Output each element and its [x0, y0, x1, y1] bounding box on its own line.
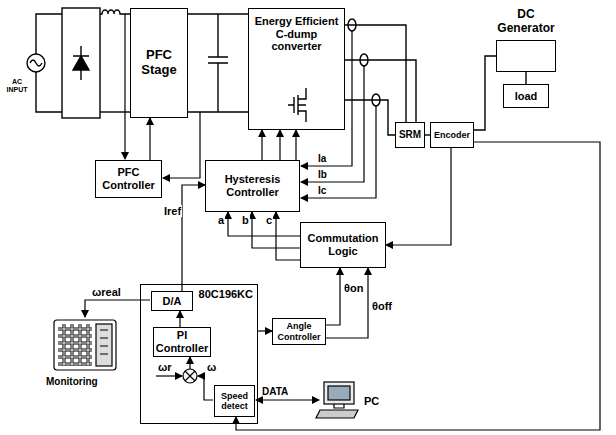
connector-line [279, 130, 280, 160]
drawing-part [27, 54, 45, 72]
connector-line [228, 212, 300, 236]
drawing-part [185, 371, 195, 381]
controller-box: Angle Controller [272, 318, 326, 345]
icon-label: Monitoring [46, 376, 98, 387]
controller-box: PI Controller [153, 327, 211, 357]
signal-label: DATA [262, 386, 288, 397]
box-label: DC Generator [491, 8, 561, 36]
logic-box: Commutation Logic [300, 222, 386, 268]
connector-line [326, 268, 340, 325]
drawing-part [334, 404, 344, 408]
drawing-part [73, 46, 89, 80]
box-label: 80C196KC [199, 288, 253, 301]
signal-label: c [265, 214, 273, 226]
drawing-part [100, 330, 108, 354]
drawing-part [62, 8, 100, 118]
drawing-part [316, 410, 358, 418]
signal-label: ωreal [92, 286, 121, 298]
microcontroller-box: 80C196KC D/A PI ControllerSpeed detect [140, 284, 258, 424]
connector-line [236, 142, 600, 430]
icon-label: PC [364, 395, 379, 407]
drawing-part [96, 324, 112, 366]
signal-label: Iref [163, 205, 182, 217]
drawing-part [345, 25, 416, 122]
drawing-part [288, 88, 306, 122]
signal-label: ω [207, 361, 216, 373]
converter-box: Energy Efficient C-dump converter [248, 8, 345, 130]
drawing-part [324, 382, 354, 404]
drawing-part [163, 112, 200, 178]
signal-label: Ia [318, 153, 326, 164]
load-box: load [503, 84, 549, 108]
connector-line [295, 130, 296, 160]
drawing-part [360, 54, 368, 66]
box-label: Commutation Logic [303, 232, 383, 257]
drawing-part [36, 14, 62, 112]
motor-box: SRM [395, 122, 425, 148]
signal-label: a [217, 214, 225, 226]
controller-box: Hysteresis Controller [205, 160, 300, 212]
converter-box: D/A [151, 291, 193, 311]
signal-label: ωr [158, 361, 172, 373]
drawing-part [100, 10, 130, 14]
drawing-part [328, 386, 350, 400]
connector-line [179, 311, 180, 327]
source-label: AC INPUT [2, 78, 32, 93]
box-label: Encoder [434, 130, 470, 140]
box-label: load [515, 90, 538, 103]
drawing-part [208, 14, 228, 112]
box-label: Energy Efficient C-dump converter [251, 15, 342, 53]
detector-box: Speed detect [214, 385, 255, 417]
process-box: PFC Stage [130, 8, 188, 118]
signal-label: Ic [318, 185, 326, 196]
drawing-part [58, 324, 92, 366]
signal-label: θoff [371, 300, 393, 312]
signal-label: θon [343, 282, 364, 294]
drawing-part [198, 376, 213, 400]
drawing-part [54, 320, 116, 370]
power-wires [27, 8, 416, 122]
box-label: PFC Stage [133, 48, 185, 78]
pc-icon [316, 382, 358, 418]
signal-label: b [241, 214, 250, 226]
connector-line [182, 185, 205, 291]
box-label: PFC Controller [98, 166, 159, 191]
encoder-box: Encoder [430, 122, 474, 148]
connector-line [474, 56, 496, 130]
box-label: Speed detect [217, 391, 252, 412]
connector-line [149, 118, 150, 160]
connector-line [386, 148, 451, 245]
drawing-part [301, 66, 364, 182]
drawing-part [256, 399, 319, 400]
drawing-part [156, 375, 182, 376]
signal-wires [85, 14, 376, 400]
drawing-part [348, 19, 356, 31]
connector-line [276, 212, 300, 260]
monitoring-icon [54, 320, 116, 370]
drawing-part [183, 369, 197, 383]
connector-line [188, 13, 248, 14]
connector-line [326, 268, 368, 338]
drawing-part [73, 56, 89, 70]
drawing-part [124, 14, 125, 159]
box-label: D/A [163, 295, 182, 308]
box-label: SRM [399, 129, 421, 141]
box-label: Hysteresis Controller [208, 173, 297, 198]
controller-box: PFC Controller [95, 160, 162, 198]
drawing-part [189, 357, 190, 369]
drawing-part [301, 106, 376, 198]
generator-box: DC Generator [496, 40, 556, 72]
box-label: Angle Controller [275, 321, 323, 342]
drawing-part [30, 60, 42, 66]
box-label: PI Controller [156, 329, 209, 354]
connector-line [258, 330, 272, 331]
connector-line [261, 130, 262, 160]
connector-line [525, 72, 526, 84]
connector-line [345, 100, 395, 135]
signal-label: Ib [318, 169, 327, 180]
